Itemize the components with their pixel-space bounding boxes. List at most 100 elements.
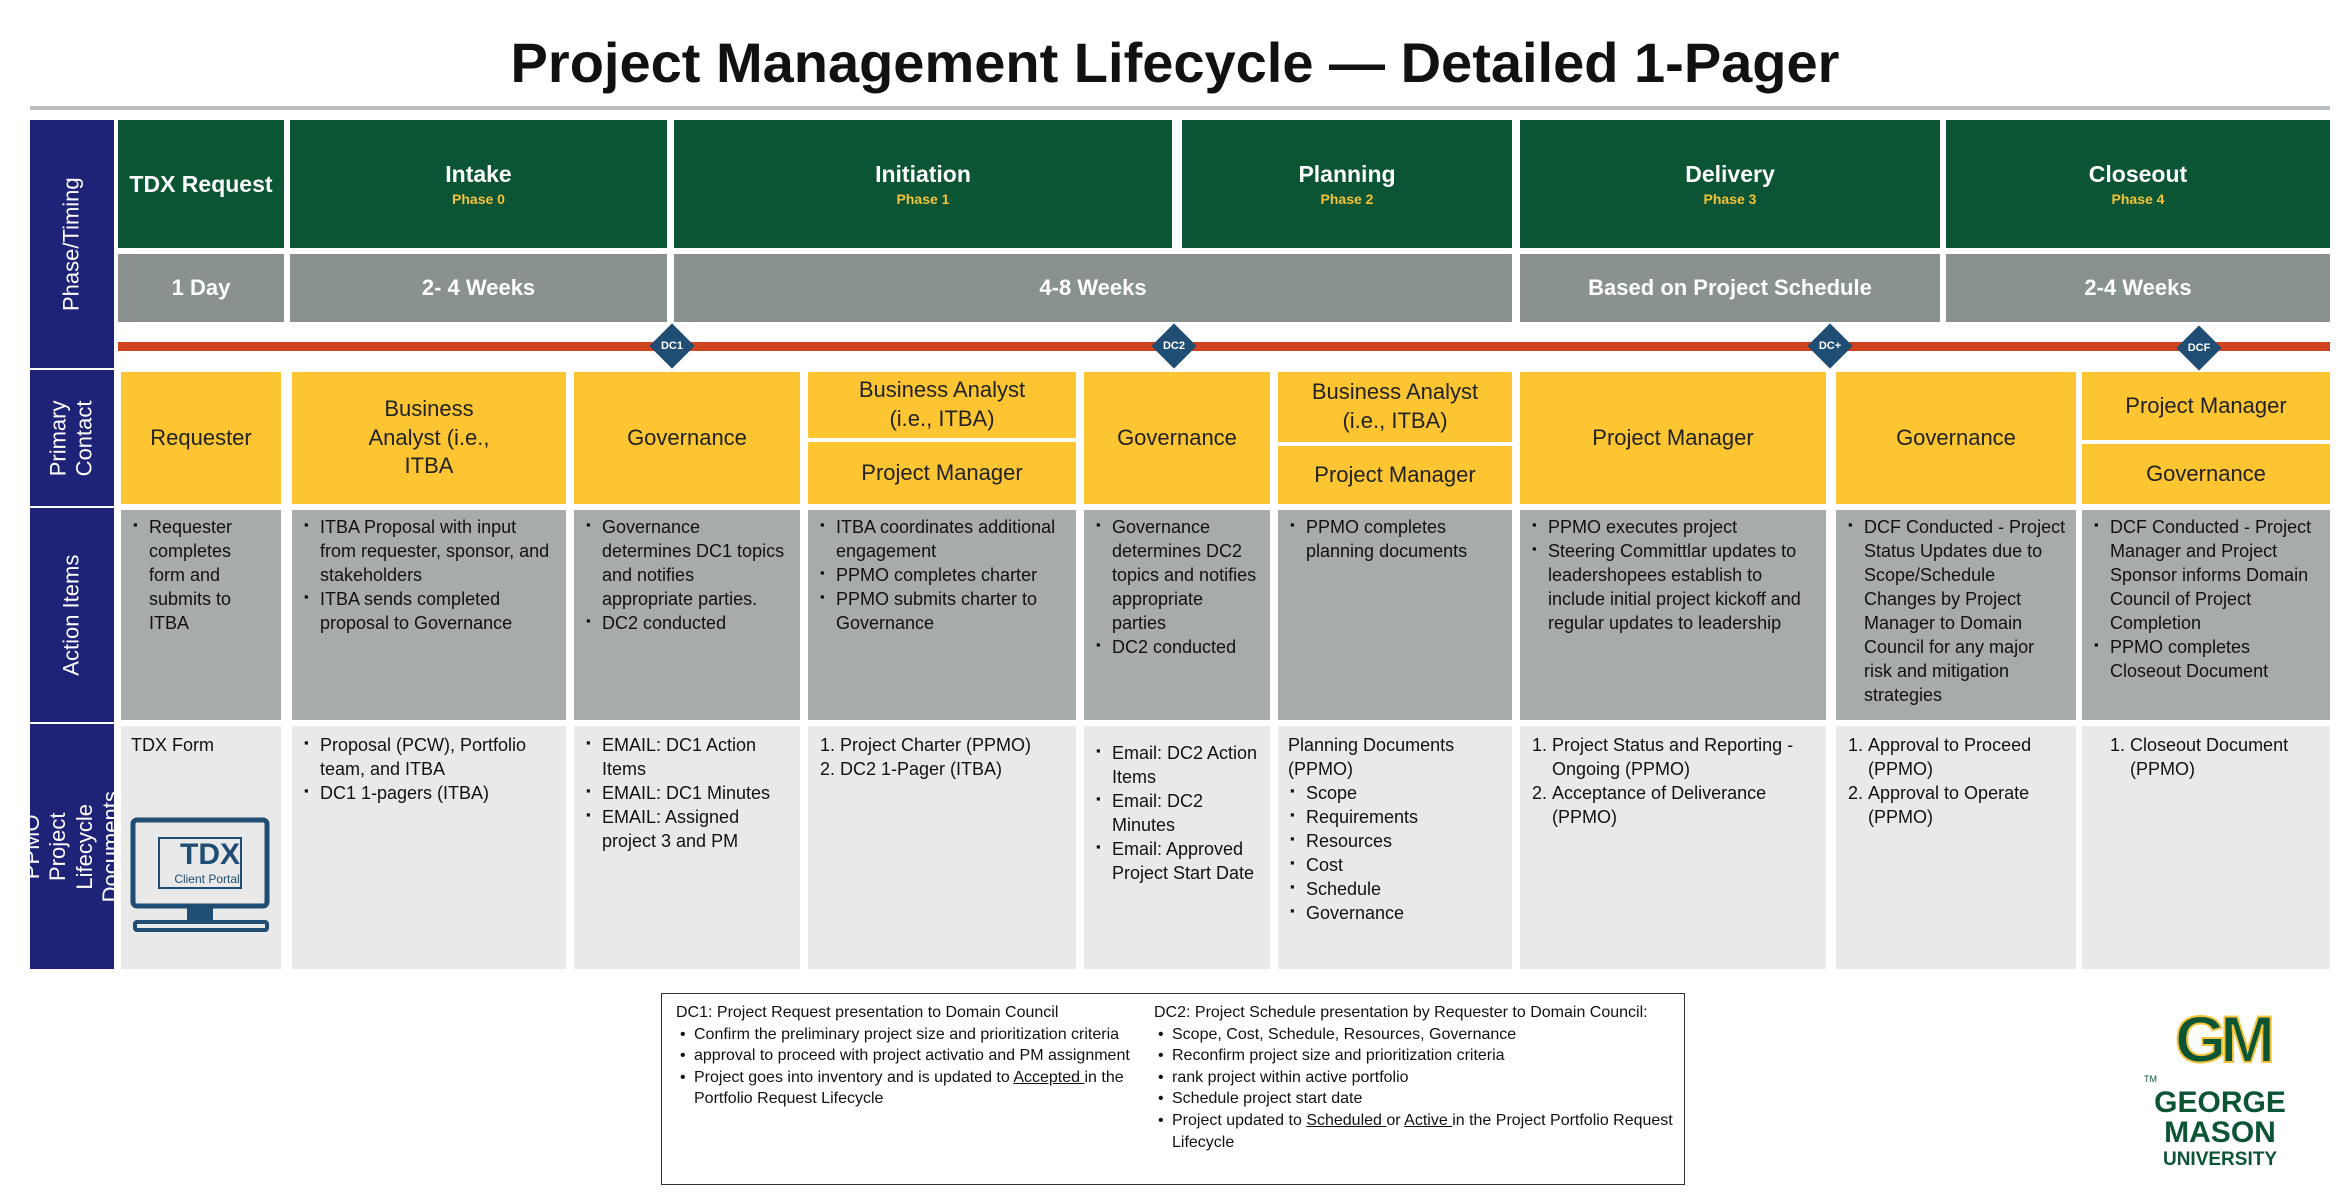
contact-project-manager-initiation: Project Manager xyxy=(808,442,1076,504)
contact-requester: Requester xyxy=(121,372,281,504)
list-item: Cost xyxy=(1290,854,1502,878)
actions-delivery: PPMO executes projectSteering Committlar… xyxy=(1520,510,1826,720)
list-item: Email: DC2 Action Items xyxy=(1096,742,1260,790)
timeline-bar xyxy=(118,342,2330,351)
decision-point-dc1: DC1 xyxy=(649,323,695,369)
list-item: Approval to Proceed (PPMO) xyxy=(1868,734,2066,782)
decision-point-dc2: DC2 xyxy=(1151,323,1197,369)
list-item: Governance determines DC2 topics and not… xyxy=(1096,516,1260,636)
timing-closeout: 2-4 Weeks xyxy=(1946,254,2330,322)
docs-delivery: Project Status and Reporting - Ongoing (… xyxy=(1520,726,1826,969)
dc2-notes: DC2: Project Schedule presentation by Re… xyxy=(1154,1002,1674,1153)
docs-governance-dc2: Email: DC2 Action ItemsEmail: DC2 Minute… xyxy=(1084,726,1270,969)
page-title: Project Management Lifecycle — Detailed … xyxy=(510,31,1840,94)
docs-governance-dc1: EMAIL: DC1 Action ItemsEMAIL: DC1 Minute… xyxy=(574,726,800,969)
list-item: Proposal (PCW), Portfolio team, and ITBA xyxy=(304,734,556,782)
contact-governance-dc1: Governance xyxy=(574,372,800,504)
list-item: Project Charter (PPMO) xyxy=(840,734,1066,758)
list-item: PPMO completes planning documents xyxy=(1290,516,1502,564)
dc2-heading: DC2: Project Schedule presentation by Re… xyxy=(1154,1004,1648,1021)
contact-business-analyst-initiation: Business Analyst (i.e., ITBA) xyxy=(808,372,1076,438)
docs-governance-delivery: Approval to Proceed (PPMO)Approval to Op… xyxy=(1836,726,2076,969)
list-item: Email: DC2 Minutes xyxy=(1096,790,1260,838)
actions-intake: ITBA Proposal with input from requester,… xyxy=(292,510,566,720)
list-item: Requester completes form and submits to … xyxy=(133,516,271,636)
tdx-logo-subtext: Client Portal xyxy=(174,872,240,886)
phase-tdx-request: TDX Request xyxy=(118,120,284,248)
gmu-logo: GM TM GEORGE MASON UNIVERSITY xyxy=(2140,1002,2320,1186)
list-item: EMAIL: DC1 Minutes xyxy=(586,782,790,806)
actions-governance-dc1: Governance determines DC1 topics and not… xyxy=(574,510,800,720)
contact-governance-closeout: Governance xyxy=(2082,444,2330,504)
docs-initiation: Project Charter (PPMO)DC2 1-Pager (ITBA) xyxy=(808,726,1076,969)
list-item: Closeout Document (PPMO) xyxy=(2130,734,2320,782)
tdx-logo-text: TDX xyxy=(180,838,240,871)
actions-governance-delivery: DCF Conducted - Project Status Updates d… xyxy=(1836,510,2076,720)
decision-point-dcf: DCF xyxy=(2176,325,2222,371)
list-item: PPMO executes project xyxy=(1532,516,1816,540)
list-item: EMAIL: Assigned project 3 and PM xyxy=(586,806,790,854)
list-item: DC1 1-pagers (ITBA) xyxy=(304,782,556,806)
row-label-contact: Primary Contact xyxy=(30,370,114,506)
actions-closeout: DCF Conducted - Project Manager and Proj… xyxy=(2082,510,2330,720)
list-item: Approval to Operate (PPMO) xyxy=(1868,782,2066,830)
contact-project-manager-closeout: Project Manager xyxy=(2082,372,2330,440)
dc1-heading: DC1: Project Request presentation to Dom… xyxy=(676,1004,1059,1021)
docs-closeout: Closeout Document (PPMO) xyxy=(2082,726,2330,969)
list-item: Project updated to Scheduled or Active i… xyxy=(1158,1110,1674,1153)
decision-council-notes: DC1: Project Request presentation to Dom… xyxy=(661,993,1685,1185)
list-item: Scope, Cost, Schedule, Resources, Govern… xyxy=(1158,1024,1674,1046)
contact-project-manager-delivery: Project Manager xyxy=(1520,372,1826,504)
doc-planning-heading: Planning Documents (PPMO) xyxy=(1288,735,1455,779)
list-item: DCF Conducted - Project Status Updates d… xyxy=(1848,516,2066,708)
gmu-logo-line1: GEORGE xyxy=(2154,1086,2286,1119)
list-item: Project goes into inventory and is updat… xyxy=(680,1067,1146,1110)
docs-planning: Planning Documents (PPMO) ScopeRequireme… xyxy=(1278,726,1512,969)
list-item: ITBA coordinates additional engagement xyxy=(820,516,1066,564)
list-item: Scope xyxy=(1290,782,1502,806)
timing-intake: 2- 4 Weeks xyxy=(290,254,667,322)
timing-tdx: 1 Day xyxy=(118,254,284,322)
list-item: rank project within active portfolio xyxy=(1158,1067,1674,1089)
list-item: PPMO submits charter to Governance xyxy=(820,588,1066,636)
row-label-phase: Phase/Timing xyxy=(30,120,114,368)
list-item: Schedule xyxy=(1290,878,1502,902)
list-item: Confirm the preliminary project size and… xyxy=(680,1024,1146,1046)
list-item: approval to proceed with project activat… xyxy=(680,1045,1146,1067)
gmu-logo-mark: GM xyxy=(2174,1002,2276,1076)
docs-intake: Proposal (PCW), Portfolio team, and ITBA… xyxy=(292,726,566,969)
list-item: Email: Approved Project Start Date xyxy=(1096,838,1260,886)
contact-project-manager-planning: Project Manager xyxy=(1278,446,1512,504)
list-item: ITBA sends completed proposal to Governa… xyxy=(304,588,556,636)
list-item: Reconfirm project size and prioritizatio… xyxy=(1158,1045,1674,1067)
decision-point-dc-plus: DC+ xyxy=(1807,323,1853,369)
contact-governance-dc2: Governance xyxy=(1084,372,1270,504)
list-item: Acceptance of Deliverance (PPMO) xyxy=(1552,782,1816,830)
list-item: Governance xyxy=(1290,902,1502,926)
doc-tdx-form: TDX Form xyxy=(131,735,214,755)
gmu-logo-line3: UNIVERSITY xyxy=(2162,1149,2278,1170)
list-item: Schedule project start date xyxy=(1158,1088,1674,1110)
docs-tdx: TDX Form TDX Client Portal xyxy=(121,726,281,969)
timing-delivery: Based on Project Schedule xyxy=(1520,254,1940,322)
list-item: Requirements xyxy=(1290,806,1502,830)
actions-requester: Requester completes form and submits to … xyxy=(121,510,281,720)
list-item: ITBA Proposal with input from requester,… xyxy=(304,516,556,588)
contact-governance-delivery: Governance xyxy=(1836,372,2076,504)
timing-initiation-planning: 4-8 Weeks xyxy=(674,254,1512,322)
list-item: DC2 1-Pager (ITBA) xyxy=(840,758,1066,782)
list-item: Governance determines DC1 topics and not… xyxy=(586,516,790,612)
list-item: Project Status and Reporting - Ongoing (… xyxy=(1552,734,1816,782)
actions-initiation: ITBA coordinates additional engagementPP… xyxy=(808,510,1076,720)
dc1-notes: DC1: Project Request presentation to Dom… xyxy=(676,1002,1146,1110)
list-item: Steering Committlar updates to leadersho… xyxy=(1532,540,1816,636)
actions-governance-dc2: Governance determines DC2 topics and not… xyxy=(1084,510,1270,720)
list-item: DC2 conducted xyxy=(1096,636,1260,660)
list-item: PPMO completes Closeout Document xyxy=(2094,636,2320,684)
contact-business-analyst-planning: Business Analyst (i.e., ITBA) xyxy=(1278,372,1512,442)
contact-business-analyst: Business Analyst (i.e., ITBA xyxy=(292,372,566,504)
